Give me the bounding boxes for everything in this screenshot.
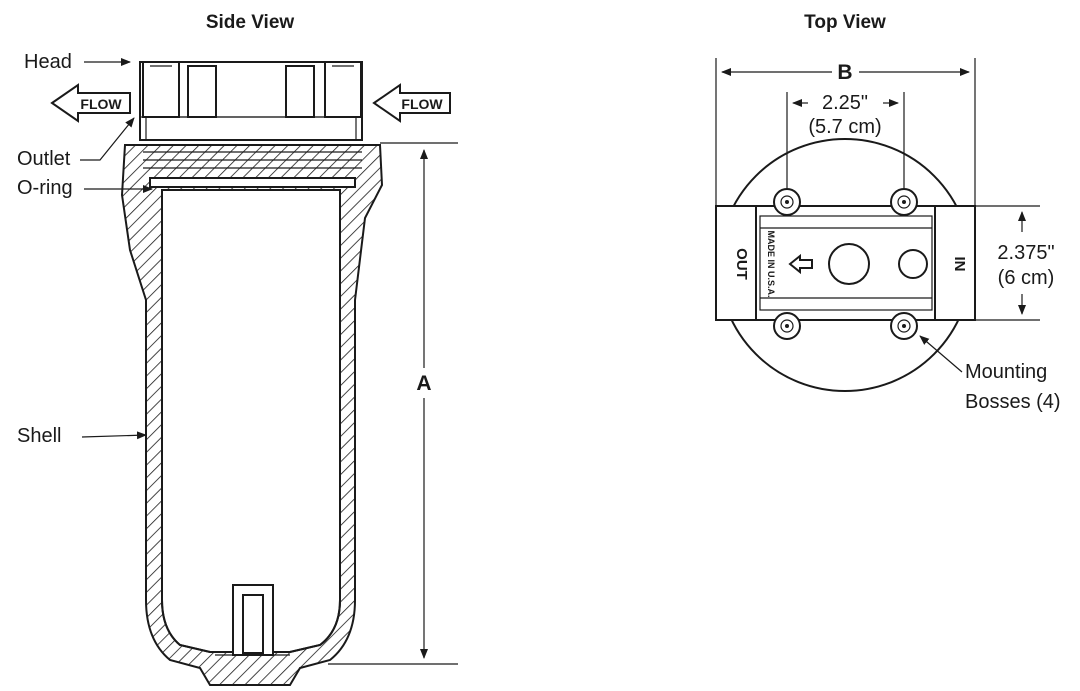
dimension-a: A bbox=[328, 142, 458, 665]
spacing-h-inches: 2.25" bbox=[822, 92, 868, 114]
spacing-horizontal: 2.25" (5.7 cm) bbox=[786, 92, 905, 188]
pressure-relief-button bbox=[898, 249, 928, 279]
side-view-title: Side View bbox=[206, 12, 295, 33]
outlet-leader bbox=[80, 117, 135, 161]
head-label: Head bbox=[24, 51, 72, 73]
shell-label: Shell bbox=[17, 425, 61, 447]
top-view-title: Top View bbox=[804, 12, 886, 33]
spacing-v-inches: 2.375" bbox=[997, 242, 1054, 264]
flow-arrow-right: FLOW bbox=[372, 83, 451, 123]
mounting-leader bbox=[919, 335, 963, 373]
mounting-boss bbox=[890, 312, 918, 340]
port-out-label: OUT bbox=[733, 248, 750, 280]
oring-label: O-ring bbox=[17, 177, 73, 199]
mounting-boss bbox=[773, 188, 801, 216]
flow-direction-icon bbox=[788, 253, 813, 275]
center-port bbox=[828, 243, 870, 285]
spacing-v-cm: (6 cm) bbox=[998, 267, 1055, 289]
shell-leader bbox=[81, 431, 147, 440]
flow-right-label: FLOW bbox=[401, 96, 443, 112]
dimension-b-label: B bbox=[837, 61, 852, 84]
side-view: Side View bbox=[17, 12, 458, 686]
spacing-h-cm: (5.7 cm) bbox=[808, 116, 881, 138]
shell-part bbox=[120, 144, 384, 686]
mounting-label-line1: Mounting bbox=[965, 361, 1047, 383]
dimension-a-label: A bbox=[416, 372, 431, 395]
mounting-label-line2: Bosses (4) bbox=[965, 391, 1061, 413]
mounting-boss bbox=[773, 312, 801, 340]
top-view: Top View bbox=[715, 12, 1061, 413]
outlet-label: Outlet bbox=[17, 148, 71, 170]
mounting-boss bbox=[890, 188, 918, 216]
port-in-label: IN bbox=[951, 257, 968, 272]
spacing-vertical: 2.375" (6 cm) bbox=[975, 205, 1055, 321]
flow-left-label: FLOW bbox=[80, 96, 122, 112]
made-in-usa-stamp: MADE IN U.S.A. bbox=[766, 230, 776, 297]
flow-arrow-left: FLOW bbox=[50, 83, 131, 123]
head-part bbox=[139, 61, 363, 141]
dimension-b: B bbox=[715, 58, 976, 206]
